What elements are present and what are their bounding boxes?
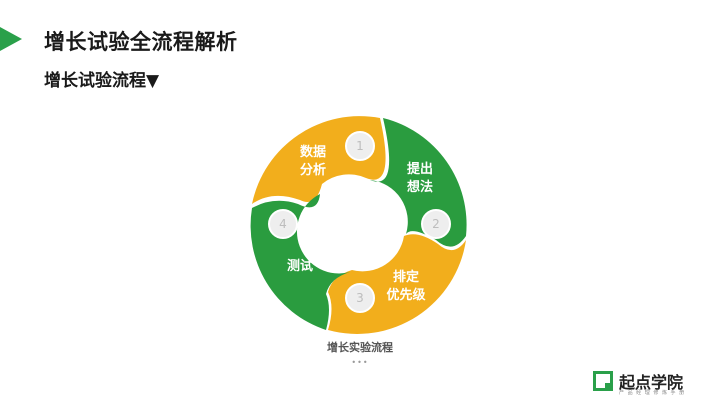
brand-tagline: 产 品 经 理 修 炼 手 册 [619,390,686,396]
step-2-number: 2 [432,217,440,231]
step-4-badge: 4 [268,209,298,239]
step-2-badge: 2 [421,209,451,239]
step-1-label-line1: 数据 [300,144,326,160]
step-4-label-line1: 测试 [287,258,313,274]
step-2-label-line2: 想法 [407,179,433,195]
step-1-number: 1 [356,139,364,153]
caption-dots: ••• [351,358,369,367]
step-3-number: 3 [356,291,364,305]
title-marker-icon [0,27,22,51]
growth-cycle-diagram: 1 2 3 4 数据 分析 提出 想法 排定 优先级 测试 [250,116,467,334]
step-3-badge: 3 [345,283,375,313]
diagram-caption: 增长实验流程 [327,341,393,354]
page-title: 增长试验全流程解析 [44,30,238,54]
step-4-number: 4 [279,217,287,231]
cycle-center [321,185,401,265]
brand-logo: 起点学院 产 品 经 理 修 炼 手 册 [593,368,705,396]
step-1-badge: 1 [345,131,375,161]
logo-mark-icon [593,371,613,391]
brand-name: 起点学院 [619,373,684,392]
step-1-label-line2: 分析 [300,162,326,178]
step-3-label-line1: 排定 [393,269,419,285]
step-3-label-line2: 优先级 [386,287,426,303]
section-subtitle: 增长试验流程▼ [44,71,160,91]
step-2-label-line1: 提出 [407,161,433,177]
